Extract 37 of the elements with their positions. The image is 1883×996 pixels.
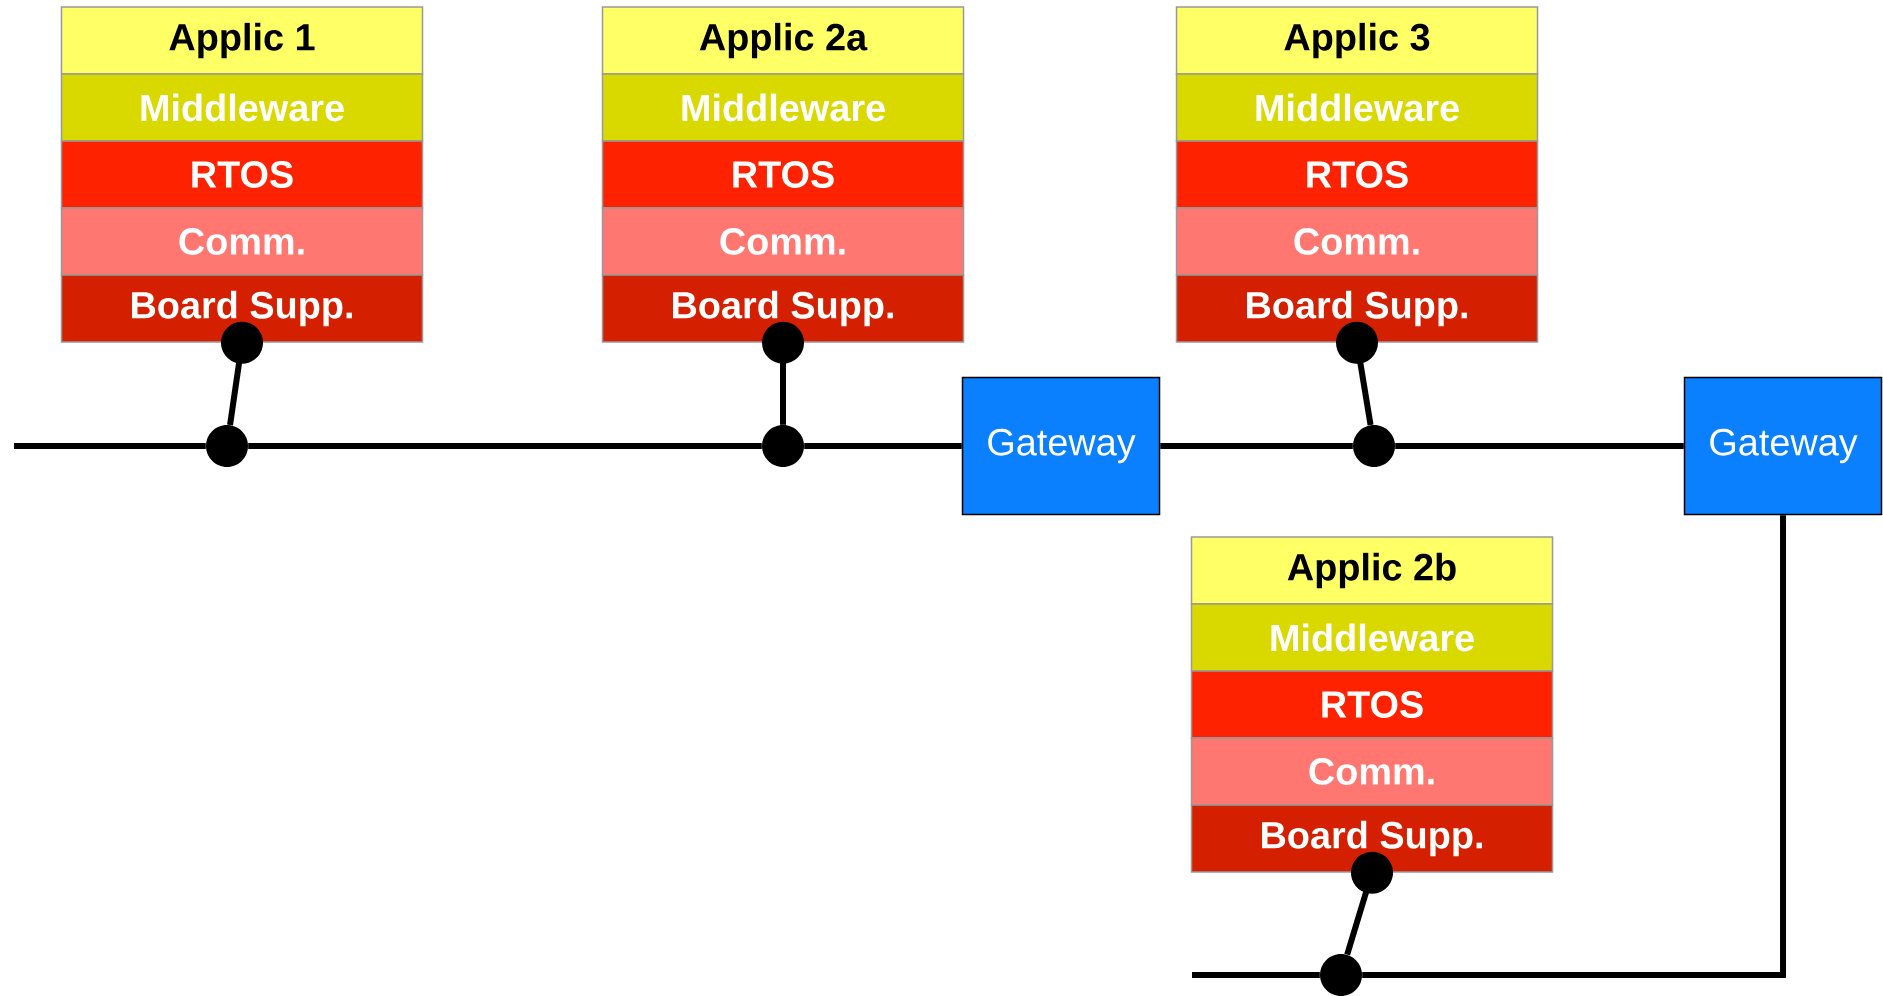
gateway-box: Gateway <box>1683 376 1883 516</box>
layer-box: Middleware <box>60 73 424 142</box>
layer-box: Applic 1 <box>60 6 424 75</box>
layer-box: Middleware <box>1190 603 1554 672</box>
layer-box: Applic 2a <box>601 6 965 75</box>
bus-line <box>14 443 206 449</box>
layer-box: Applic 3 <box>1175 6 1539 75</box>
layer-box: RTOS <box>601 140 965 209</box>
layer-box: RTOS <box>1175 140 1539 209</box>
layer-box: Board Supp. <box>1175 274 1539 343</box>
junction-dot <box>1353 425 1395 467</box>
bus-line <box>1160 443 1353 449</box>
layer-box: Applic 2b <box>1190 536 1554 605</box>
connector-line <box>221 321 263 426</box>
bus-line <box>1192 972 1320 978</box>
bus-line <box>248 443 762 449</box>
layer-box: Middleware <box>601 73 965 142</box>
layer-box: Comm. <box>1175 207 1539 276</box>
layer-box: Board Supp. <box>60 274 424 343</box>
layer-box: Board Supp. <box>601 274 965 343</box>
layer-box: Comm. <box>60 207 424 276</box>
junction-dot <box>1320 954 1362 996</box>
connector-line <box>1344 851 1393 956</box>
gateway-box: Gateway <box>961 376 1161 516</box>
connector-line <box>762 321 804 425</box>
bus-line <box>1395 443 1684 449</box>
layer-box: Middleware <box>1175 73 1539 142</box>
layer-box: Comm. <box>1190 737 1554 806</box>
connector-line <box>1336 321 1378 426</box>
junction-dot <box>762 425 804 467</box>
layer-box: Board Supp. <box>1190 804 1554 873</box>
layer-box: Comm. <box>601 207 965 276</box>
junction-dot <box>206 425 248 467</box>
layer-box: RTOS <box>1190 670 1554 739</box>
layer-box: RTOS <box>60 140 424 209</box>
bus-line <box>1362 515 1786 978</box>
bus-line <box>804 443 962 449</box>
